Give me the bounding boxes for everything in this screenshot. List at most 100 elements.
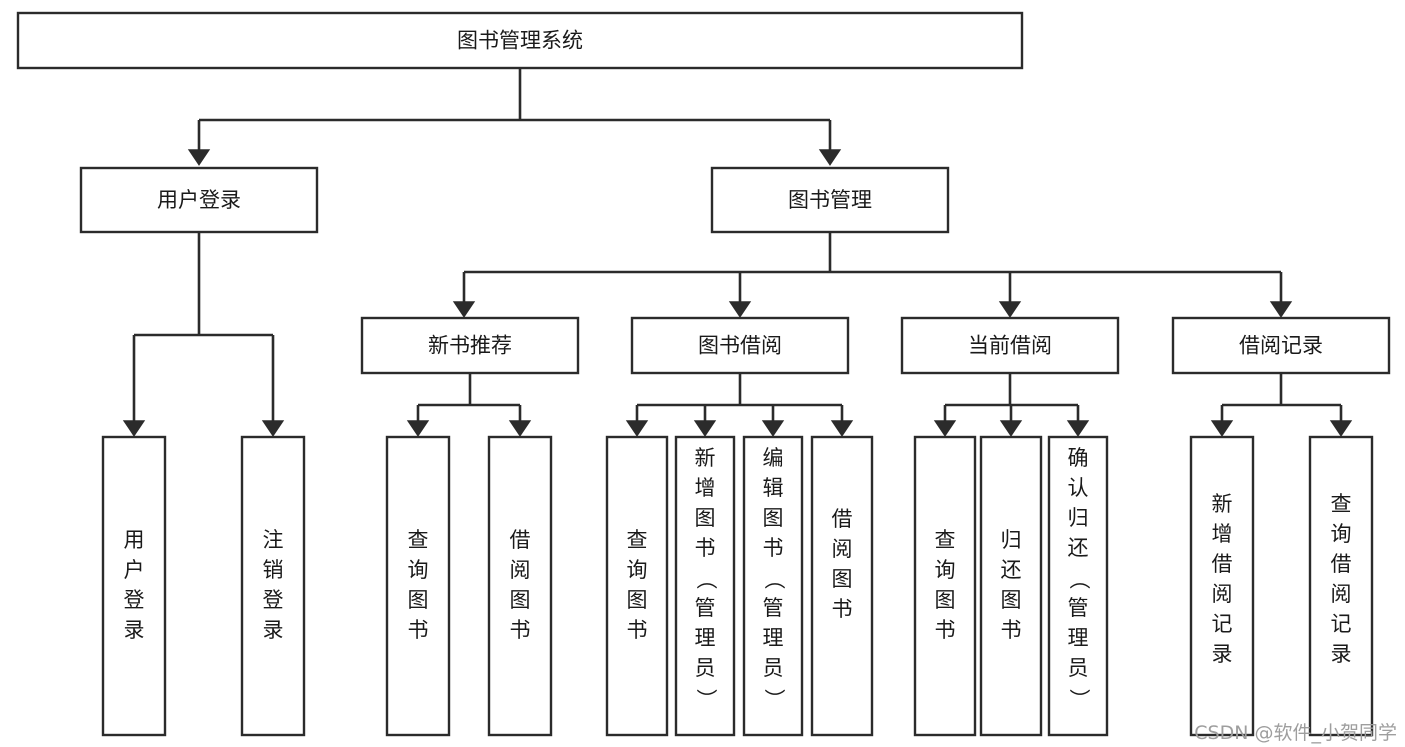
vertical-label-char: 理 [1068, 626, 1089, 650]
vertical-label-char: 归 [1001, 528, 1022, 552]
node-leaf-bb-add-box[interactable] [674, 435, 736, 737]
vertical-label-char: 注 [263, 528, 284, 552]
vertical-label-char: 录 [1212, 642, 1233, 666]
vertical-label-char: 查 [408, 528, 429, 552]
node-leaf-cb-return-box[interactable] [979, 435, 1043, 737]
vertical-label-char: 还 [1068, 536, 1089, 560]
vertical-label-char: 用 [124, 528, 145, 552]
vertical-label-char: 增 [695, 476, 716, 500]
vertical-label-char: 图 [832, 567, 853, 591]
vertical-label-char: ） [762, 689, 786, 710]
node-leaf-rec-borrow-box[interactable] [487, 435, 553, 737]
node-layer: 图书管理系统 用户登录 图书管理 新书推荐 图书借阅 [16, 11, 1391, 737]
vertical-label-char: 新 [695, 446, 716, 470]
node-book-borrow[interactable]: 图书借阅 [630, 316, 850, 375]
vertical-label-char: 查 [627, 528, 648, 552]
vertical-label-char: 辑 [763, 476, 784, 500]
vertical-label-char: 书 [1001, 618, 1022, 642]
vertical-label-char: 记 [1212, 612, 1233, 636]
vertical-label-char: 认 [1068, 476, 1089, 500]
vertical-label-char: 询 [935, 558, 956, 582]
vertical-label-char: 记 [1331, 612, 1352, 636]
vertical-label-char: 借 [510, 528, 531, 552]
vertical-label-char: 户 [124, 558, 145, 582]
node-user-login-label: 用户登录 [157, 188, 241, 212]
node-book-manage-box[interactable] [710, 166, 950, 234]
vertical-label-char: 员 [695, 656, 716, 680]
node-leaf-bb-edit-box[interactable] [742, 435, 804, 737]
node-borrow-record[interactable]: 借阅记录 [1171, 316, 1391, 375]
node-root[interactable]: 图书管理系统 [16, 11, 1024, 70]
node-leaf-bb-query-box[interactable] [605, 435, 669, 737]
vertical-label-char: （ [762, 569, 786, 590]
node-borrow-record-label: 借阅记录 [1239, 334, 1323, 358]
node-leaf-br-query-box[interactable] [1308, 435, 1374, 737]
node-user-login-box[interactable] [79, 166, 319, 234]
vertical-label-char: ） [694, 689, 718, 710]
node-leaf-user-login[interactable]: 用户登录 [101, 435, 167, 737]
vertical-label-char: 借 [1331, 552, 1352, 576]
node-leaf-bb-borrow-box[interactable] [810, 435, 874, 737]
node-root-box[interactable] [16, 11, 1024, 70]
node-leaf-rec-query-box[interactable] [385, 435, 451, 737]
vertical-label-char: 录 [263, 618, 284, 642]
node-leaf-user-login-box[interactable] [101, 435, 167, 737]
node-leaf-user-login-label: 用户登录 [124, 528, 145, 642]
node-user-login[interactable]: 用户登录 [79, 166, 319, 234]
node-new-book-rec[interactable]: 新书推荐 [360, 316, 580, 375]
node-current-borrow-box[interactable] [900, 316, 1120, 375]
node-book-borrow-box[interactable] [630, 316, 850, 375]
vertical-label-char: 借 [1212, 552, 1233, 576]
vertical-label-char: 图 [695, 506, 716, 530]
vertical-label-char: 书 [763, 536, 784, 560]
vertical-label-char: 查 [935, 528, 956, 552]
node-new-book-rec-box[interactable] [360, 316, 580, 375]
vertical-label-char: 书 [408, 618, 429, 642]
node-leaf-logout-box[interactable] [240, 435, 306, 737]
vertical-label-char: 书 [510, 618, 531, 642]
node-leaf-br-add-box[interactable] [1189, 435, 1255, 737]
vertical-label-char: 书 [695, 536, 716, 560]
vertical-label-char: 阅 [832, 537, 853, 561]
vertical-label-char: ） [1067, 689, 1091, 710]
node-current-borrow-label: 当前借阅 [968, 334, 1052, 358]
vertical-label-char: 图 [510, 588, 531, 612]
vertical-label-char: 图 [763, 506, 784, 530]
node-new-book-rec-label: 新书推荐 [428, 334, 512, 358]
node-book-manage[interactable]: 图书管理 [710, 166, 950, 234]
node-leaf-cb-confirm-box[interactable] [1047, 435, 1109, 737]
vertical-label-char: （ [694, 569, 718, 590]
vertical-label-char: 图 [627, 588, 648, 612]
node-borrow-record-box[interactable] [1171, 316, 1391, 375]
node-current-borrow[interactable]: 当前借阅 [900, 316, 1120, 375]
vertical-label-char: 书 [935, 618, 956, 642]
vertical-label-char: 员 [763, 656, 784, 680]
node-leaf-cb-query-box[interactable] [913, 435, 977, 737]
